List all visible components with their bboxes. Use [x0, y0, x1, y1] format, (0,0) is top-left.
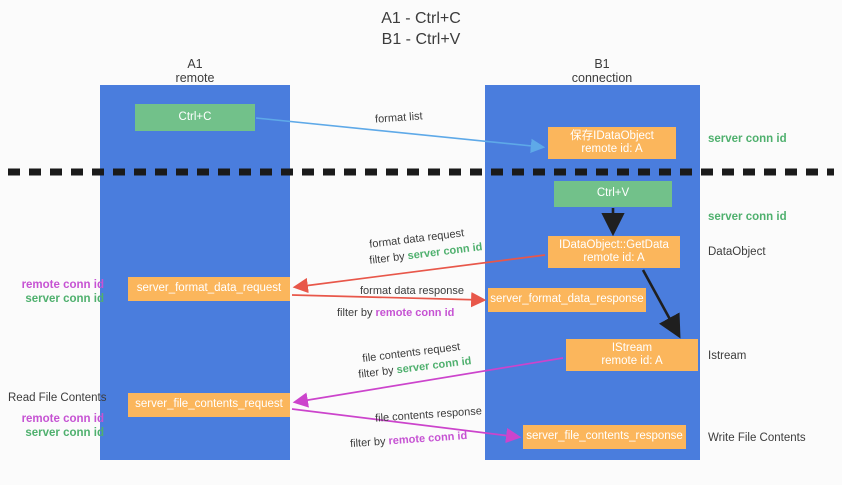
label-read-file-contents: Read File Contents — [8, 392, 107, 404]
label-server-conn-id-2: server conn id — [25, 427, 104, 439]
lane-b1-sub: connection — [571, 71, 633, 85]
filter-by-text-2: filter by — [337, 307, 376, 319]
label-remote-conn-id-1: remote conn id — [21, 279, 104, 291]
box-server-file-contents-response[interactable]: server_file_contents_response — [523, 425, 686, 449]
arrow-label-file-contents-response-filter: filter by remote conn id — [350, 429, 468, 451]
box-server-format-data-request-label: server_format_data_request — [136, 282, 282, 295]
lane-header-a1: A1 remote — [140, 57, 250, 85]
label-server-conn-id-top: server conn id — [708, 133, 787, 145]
box-server-format-data-response-label: server_format_data_response — [490, 293, 644, 306]
filter-by-text-4: filter by — [349, 435, 389, 451]
box-server-file-contents-response-label: server_file_contents_response — [526, 430, 683, 443]
arrow-label-file-contents-response: file contents response — [374, 405, 483, 425]
box-ctrl-v-label: Ctrl+V — [596, 187, 630, 200]
label-write-file-contents: Write File Contents — [708, 432, 806, 444]
box-getdata-line2: remote id: A — [583, 252, 645, 264]
box-istream-line1: IStream — [611, 341, 653, 354]
box-save-idataobject[interactable]: 保存IDataObject remote id: A — [548, 127, 676, 159]
box-server-file-contents-request-label: server_file_contents_request — [135, 398, 283, 411]
box-ctrl-v[interactable]: Ctrl+V — [554, 181, 672, 207]
box-server-format-data-response[interactable]: server_format_data_response — [488, 288, 646, 312]
filter-remote-conn-id-1: remote conn id — [375, 307, 455, 319]
lane-a1-name: A1 — [187, 57, 203, 71]
box-istream[interactable]: IStream remote id: A — [566, 339, 698, 371]
box-idataobject-getdata[interactable]: IDataObject::GetData remote id: A — [548, 236, 680, 268]
label-server-conn-id-mid: server conn id — [708, 211, 787, 223]
label-istream: Istream — [708, 350, 747, 362]
arrow-label-format-data-response-filter: filter by remote conn id — [337, 306, 454, 320]
diagram-title: A1 - Ctrl+C B1 - Ctrl+V — [0, 8, 842, 50]
label-conn-id-pair-1: remote conn id server conn id — [8, 278, 104, 306]
box-server-format-data-request[interactable]: server_format_data_request — [128, 277, 290, 301]
title-line-2: B1 - Ctrl+V — [381, 31, 461, 48]
lane-a1-sub: remote — [175, 71, 215, 85]
label-remote-conn-id-2: remote conn id — [21, 413, 104, 425]
box-ctrl-c-label: Ctrl+C — [178, 110, 212, 123]
box-save-idataobject-line1: 保存IDataObject — [570, 129, 654, 142]
label-conn-id-pair-2: remote conn id server conn id — [8, 412, 104, 440]
arrow-label-format-data-response: format data response — [360, 285, 464, 297]
box-ctrl-c[interactable]: Ctrl+C — [135, 104, 255, 131]
box-getdata-line1: IDataObject::GetData — [559, 238, 669, 251]
label-server-conn-id-1: server conn id — [25, 293, 104, 305]
box-istream-line2: remote id: A — [601, 355, 663, 367]
lane-header-b1: B1 connection — [547, 57, 657, 85]
box-server-file-contents-request[interactable]: server_file_contents_request — [128, 393, 290, 417]
arrow-label-format-list: format list — [374, 110, 424, 126]
filter-remote-conn-id-2: remote conn id — [388, 429, 468, 448]
lane-b1-name: B1 — [594, 57, 610, 71]
filter-by-text-1: filter by — [368, 250, 409, 267]
filter-by-text-3: filter by — [357, 364, 398, 381]
title-line-1: A1 - Ctrl+C — [381, 10, 461, 27]
box-save-idataobject-line2: remote id: A — [581, 143, 643, 155]
label-dataobject: DataObject — [708, 246, 766, 258]
